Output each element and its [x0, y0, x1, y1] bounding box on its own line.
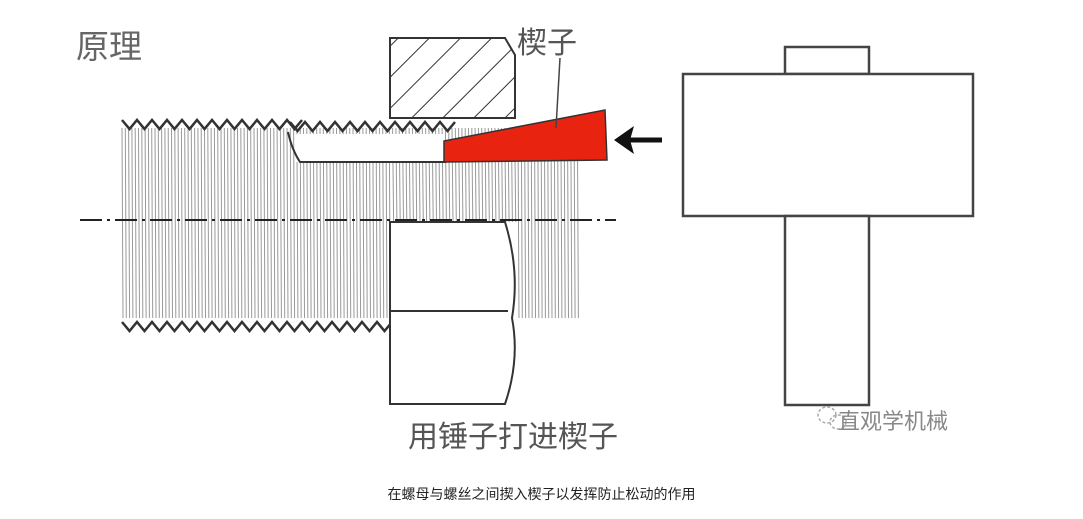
wedge-leader-line [555, 57, 561, 129]
thread-top-crest [121, 118, 303, 131]
bolt-thread-body [121, 118, 579, 333]
wedge [443, 109, 608, 163]
wechat-icon [817, 406, 847, 430]
push-arrow-icon [614, 126, 662, 154]
wedge-recess [296, 134, 444, 162]
nut-lower-hex [389, 221, 516, 405]
hammer-cap [783, 45, 871, 76]
thread-bottom-crest [121, 320, 393, 333]
watermark: 直观学机械 [838, 410, 949, 435]
figure-caption: 在螺母与螺丝之间揳入楔子以发挥防止松动的作用 [387, 487, 696, 503]
action-label: 用锤子打进楔子 [408, 420, 618, 455]
thread-top-crest-fine [289, 120, 456, 133]
nut-upper-section [389, 37, 516, 119]
diagram-title: 原理 [76, 27, 142, 66]
hammer-head [681, 72, 975, 218]
thread-texture [121, 127, 579, 319]
wedge-recess-outline [287, 131, 446, 163]
hammer-handle [783, 214, 871, 407]
wedge-label: 楔子 [517, 26, 577, 61]
hammer [681, 45, 975, 407]
